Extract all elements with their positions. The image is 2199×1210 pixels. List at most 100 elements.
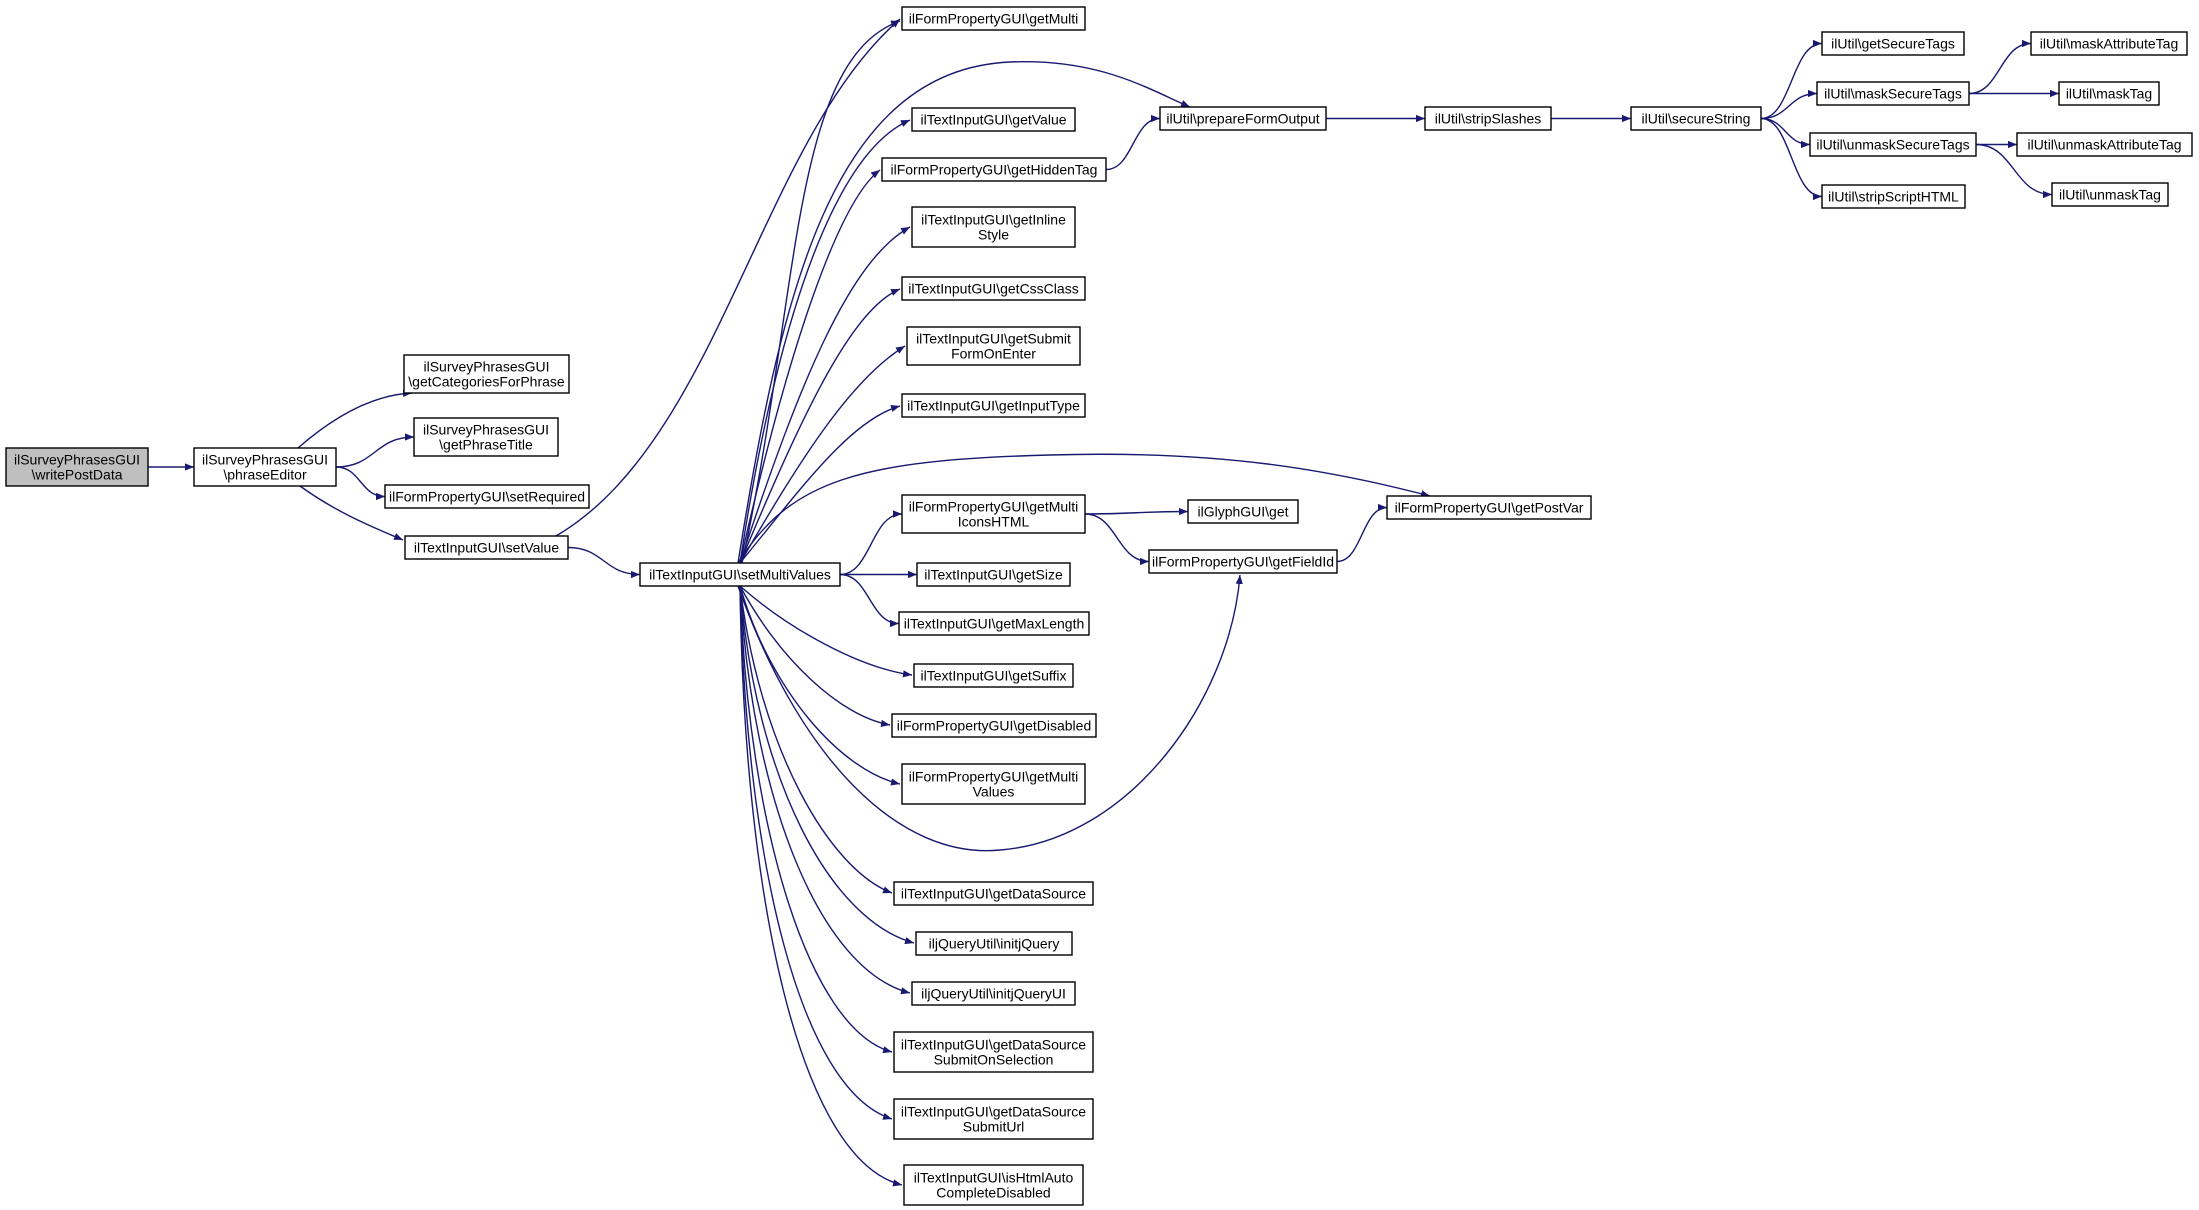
node-box[interactable] [1816,81,1970,106]
node-box[interactable] [2058,81,2160,106]
node-label-line: ilFormPropertyGUI\getPostVar [1395,500,1584,516]
node-label-line: Values [973,784,1015,800]
node-label-line: ilTextInputGUI\getDataSource [901,1037,1086,1053]
edge-setMultiValues-to-getValue [739,119,911,564]
node-box[interactable] [403,354,570,394]
node-box[interactable] [193,447,337,487]
node-label-line: Style [978,227,1009,243]
node-box[interactable] [893,1098,1094,1140]
node-box[interactable] [639,562,841,587]
node-box[interactable] [2051,182,2169,207]
node-box[interactable] [1187,499,1299,524]
node-getFieldId[interactable]: ilFormPropertyGUI\getFieldId [1148,549,1338,574]
node-stripSlashes[interactable]: ilUtil\stripSlashes [1424,106,1552,131]
edge-setValue-to-setMultiValues [567,546,641,579]
node-box[interactable] [901,276,1086,301]
node-getValue[interactable]: ilTextInputGUI\getValue [911,107,1076,132]
node-unmaskTag[interactable]: ilUtil\unmaskTag [2051,182,2169,207]
node-maskSecureTags[interactable]: ilUtil\maskSecureTags [1816,81,1970,106]
node-box[interactable] [1809,132,1977,157]
node-getPhraseTitle[interactable]: ilSurveyPhrasesGUI\getPhraseTitle [413,417,559,457]
node-box[interactable] [2016,132,2193,157]
node-phraseEditor[interactable]: ilSurveyPhrasesGUI\phraseEditor [193,447,337,487]
node-box[interactable] [384,484,590,509]
edge-setMultiValues-to-getMultiValues [739,585,901,786]
node-box[interactable] [911,981,1076,1006]
node-box[interactable] [5,447,149,487]
node-label-line: SubmitUrl [963,1119,1024,1135]
node-box[interactable] [413,417,559,457]
node-getHiddenTag[interactable]: ilFormPropertyGUI\getHiddenTag [881,157,1107,182]
node-getSecureTags[interactable]: ilUtil\getSecureTags [1821,31,1965,56]
node-setRequired[interactable]: ilFormPropertyGUI\setRequired [384,484,590,509]
node-getInputType[interactable]: ilTextInputGUI\getInputType [901,393,1086,418]
node-box[interactable] [1821,184,1966,209]
node-box[interactable] [1148,549,1338,574]
node-getSize[interactable]: ilTextInputGUI\getSize [916,562,1071,587]
node-box[interactable] [1386,495,1592,520]
node-maskTag[interactable]: ilUtil\maskTag [2058,81,2160,106]
node-getDataSource[interactable]: ilTextInputGUI\getDataSource [893,881,1094,906]
node-box[interactable] [2030,31,2188,56]
node-stripScriptHTML[interactable]: ilUtil\stripScriptHTML [1821,184,1966,209]
node-box[interactable] [893,881,1094,906]
edge-setMultiValues-to-getSubmitFormOnEnter [739,345,906,564]
node-box[interactable] [891,713,1097,738]
node-box[interactable] [916,562,1071,587]
edge-setMultiValues-to-getDataSourceSubmitOnSelection [739,585,893,1054]
node-isHtmlAutoCompleteDisabled[interactable]: ilTextInputGUI\isHtmlAutoCompleteDisable… [903,1164,1084,1206]
edge-setMultiValues-to-getMulti [741,20,901,564]
node-box[interactable] [898,611,1090,636]
node-glyphGet[interactable]: ilGlyphGUI\get [1187,499,1299,524]
node-getPostVar[interactable]: ilFormPropertyGUI\getPostVar [1386,495,1592,520]
edge-getMultiIconsHTML-to-getFieldId [1084,513,1150,566]
node-unmaskAttributeTag[interactable]: ilUtil\unmaskAttributeTag [2016,132,2193,157]
node-box[interactable] [906,326,1081,366]
node-getCategoriesForPhrase[interactable]: ilSurveyPhrasesGUI\getCategoriesForPhras… [403,354,570,394]
node-label-line: ilTextInputGUI\getDataSource [901,886,1086,902]
node-setValue[interactable]: ilTextInputGUI\setValue [404,535,569,560]
node-label-line: ilSurveyPhrasesGUI [14,452,140,468]
node-box[interactable] [1821,31,1965,56]
node-label-line: ilFormPropertyGUI\getFieldId [1152,554,1334,570]
node-setMultiValues[interactable]: ilTextInputGUI\setMultiValues [639,562,841,587]
node-unmaskSecureTags[interactable]: ilUtil\unmaskSecureTags [1809,132,1977,157]
node-box[interactable] [913,663,1074,688]
node-box[interactable] [901,494,1086,534]
node-box[interactable] [901,6,1086,31]
node-maskAttributeTag[interactable]: ilUtil\maskAttributeTag [2030,31,2188,56]
node-box[interactable] [404,535,569,560]
node-getSuffix[interactable]: ilTextInputGUI\getSuffix [913,663,1074,688]
node-box[interactable] [893,1031,1094,1073]
node-getMulti[interactable]: ilFormPropertyGUI\getMulti [901,6,1086,31]
node-box[interactable] [901,763,1086,805]
edge-setMultiValues-to-getDataSource [739,585,893,894]
node-root[interactable]: ilSurveyPhrasesGUI\writePostData [5,447,149,487]
node-box[interactable] [915,931,1073,956]
node-getDisabled[interactable]: ilFormPropertyGUI\getDisabled [891,713,1097,738]
edge-setMultiValues-to-isHtmlAutoCompleteDisabled [739,585,903,1187]
node-initjQuery[interactable]: iljQueryUtil\initjQuery [915,931,1073,956]
node-label-line: ilUtil\unmaskSecureTags [1816,137,1969,153]
node-box[interactable] [903,1164,1084,1206]
node-secureString[interactable]: ilUtil\secureString [1630,106,1762,131]
node-box[interactable] [901,393,1086,418]
node-getDataSourceSubmitOnSelection[interactable]: ilTextInputGUI\getDataSourceSubmitOnSele… [893,1031,1094,1073]
node-box[interactable] [911,107,1076,132]
node-box[interactable] [911,206,1076,248]
node-box[interactable] [1159,106,1327,131]
node-box[interactable] [881,157,1107,182]
node-label-line: ilTextInputGUI\setMultiValues [649,567,831,583]
node-getMaxLength[interactable]: ilTextInputGUI\getMaxLength [898,611,1090,636]
node-initjQueryUI[interactable]: iljQueryUtil\initjQueryUI [911,981,1076,1006]
edge-setMultiValues-to-initjQuery [739,585,915,945]
node-box[interactable] [1630,106,1762,131]
node-box[interactable] [1424,106,1552,131]
node-getCssClass[interactable]: ilTextInputGUI\getCssClass [901,276,1086,301]
node-prepareFormOutput[interactable]: ilUtil\prepareFormOutput [1159,106,1327,131]
